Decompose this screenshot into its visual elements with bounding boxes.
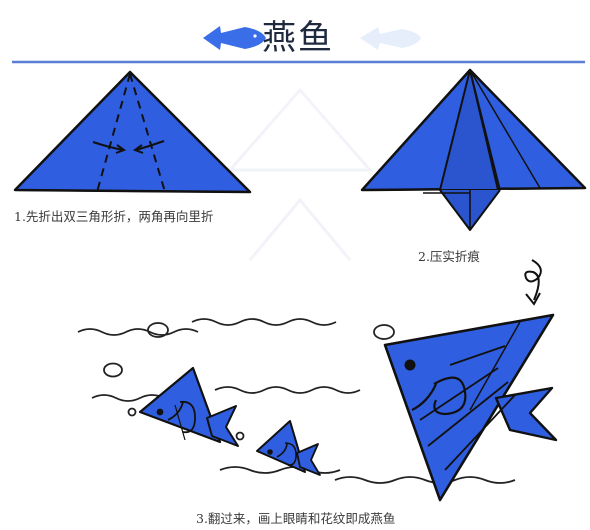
curved-arrow — [524, 259, 542, 306]
medium-fish — [138, 366, 239, 447]
step1-diagram — [13, 70, 252, 194]
background-watermark — [226, 87, 374, 261]
small-fish — [256, 420, 321, 476]
bubbles — [103, 322, 395, 441]
step3-caption: 3.翻过来，画上眼睛和花纹即成燕鱼 — [196, 511, 396, 526]
title-fish-icon — [203, 26, 266, 50]
faded-fish-icon — [360, 27, 421, 50]
large-fish — [383, 313, 558, 502]
page-title: 燕鱼 — [262, 18, 334, 58]
step2-caption: 2.压实折痕 — [418, 249, 480, 264]
step2-diagram — [360, 68, 587, 231]
step1-caption: 1.先折出双三角形折，两角再向里折 — [14, 209, 214, 224]
water-waves — [77, 318, 516, 484]
